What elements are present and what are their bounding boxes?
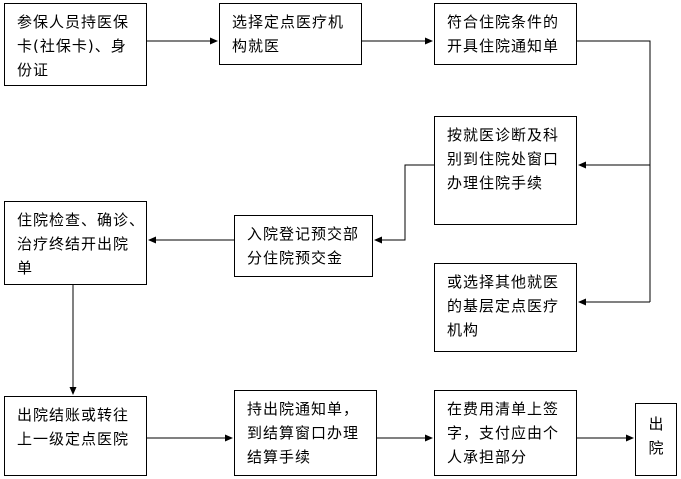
arrow-step4-to-step5 bbox=[374, 164, 434, 244]
step-admission-procedures: 按就医诊断及科 别到住院处窗口 办理住院手续 bbox=[434, 116, 577, 225]
box-text-line: 结算手续 bbox=[247, 448, 312, 466]
step-treatment-discharge-note: 住院检查、确诊、 治疗终结开出院 单 bbox=[4, 201, 147, 285]
box-text-line: 在费用清单上签 bbox=[447, 400, 560, 418]
step-settlement-window: 持出院通知单， 到结算窗口办理 结算手续 bbox=[234, 390, 377, 476]
box-text-line: 出院结账或转往 bbox=[17, 406, 130, 424]
box-text-line: 到结算窗口办理 bbox=[247, 424, 360, 442]
box-text-line: 符合住院条件的 bbox=[447, 13, 560, 31]
box-text-line: 办理住院手续 bbox=[447, 174, 544, 192]
box-text-line: 人承担部分 bbox=[447, 448, 528, 466]
step-alternative-hospital: 或选择其他就医 的基层定点医疗 机构 bbox=[434, 263, 577, 352]
box-text-line: 院 bbox=[648, 439, 664, 457]
box-text-line: 持出院通知单， bbox=[247, 400, 360, 418]
box-text-line: 份证 bbox=[17, 61, 50, 79]
box-text-line: 住院检查、确诊、 bbox=[17, 211, 146, 229]
step-prepay-deposit: 入院登记预交部 分住院预交金 bbox=[234, 215, 373, 277]
box-text-line: 选择定点医疗机 bbox=[232, 13, 345, 31]
box-text-line: 字，支付应由个 bbox=[447, 424, 560, 442]
box-text-line: 参保人员持医保 bbox=[17, 13, 130, 31]
step-sign-and-pay: 在费用清单上签 字，支付应由个 人承担部分 bbox=[434, 390, 577, 476]
box-text-line: 治疗终结开出院 bbox=[17, 235, 130, 253]
box-text-line: 单 bbox=[17, 259, 34, 277]
box-text-line: 上一级定点医院 bbox=[17, 430, 130, 448]
box-text-line: 卡(社保卡)、身 bbox=[17, 37, 127, 55]
box-text-line: 入院登记预交部 bbox=[247, 225, 360, 243]
box-text-line: 按就医诊断及科 bbox=[447, 126, 560, 144]
box-text-line: 开具住院通知单 bbox=[447, 37, 560, 55]
box-text-line: 别到住院处窗口 bbox=[447, 150, 560, 168]
step-show-insurance-card: 参保人员持医保 卡(社保卡)、身 份证 bbox=[4, 3, 147, 86]
step-admission-notice: 符合住院条件的 开具住院通知单 bbox=[434, 3, 577, 65]
step-discharge: 出 院 bbox=[635, 403, 677, 476]
box-text-line: 的基层定点医疗 bbox=[447, 297, 560, 315]
line-step3-right-branch bbox=[577, 40, 651, 302]
box-text-line: 或选择其他就医 bbox=[447, 273, 560, 291]
box-text-line: 构就医 bbox=[232, 37, 281, 55]
box-text-line: 出 bbox=[648, 415, 664, 433]
step-checkout-or-transfer: 出院结账或转往 上一级定点医院 bbox=[4, 396, 147, 476]
step-choose-hospital: 选择定点医疗机 构就医 bbox=[219, 3, 362, 65]
box-text-line: 机构 bbox=[447, 321, 480, 339]
box-text-line: 分住院预交金 bbox=[247, 249, 344, 267]
